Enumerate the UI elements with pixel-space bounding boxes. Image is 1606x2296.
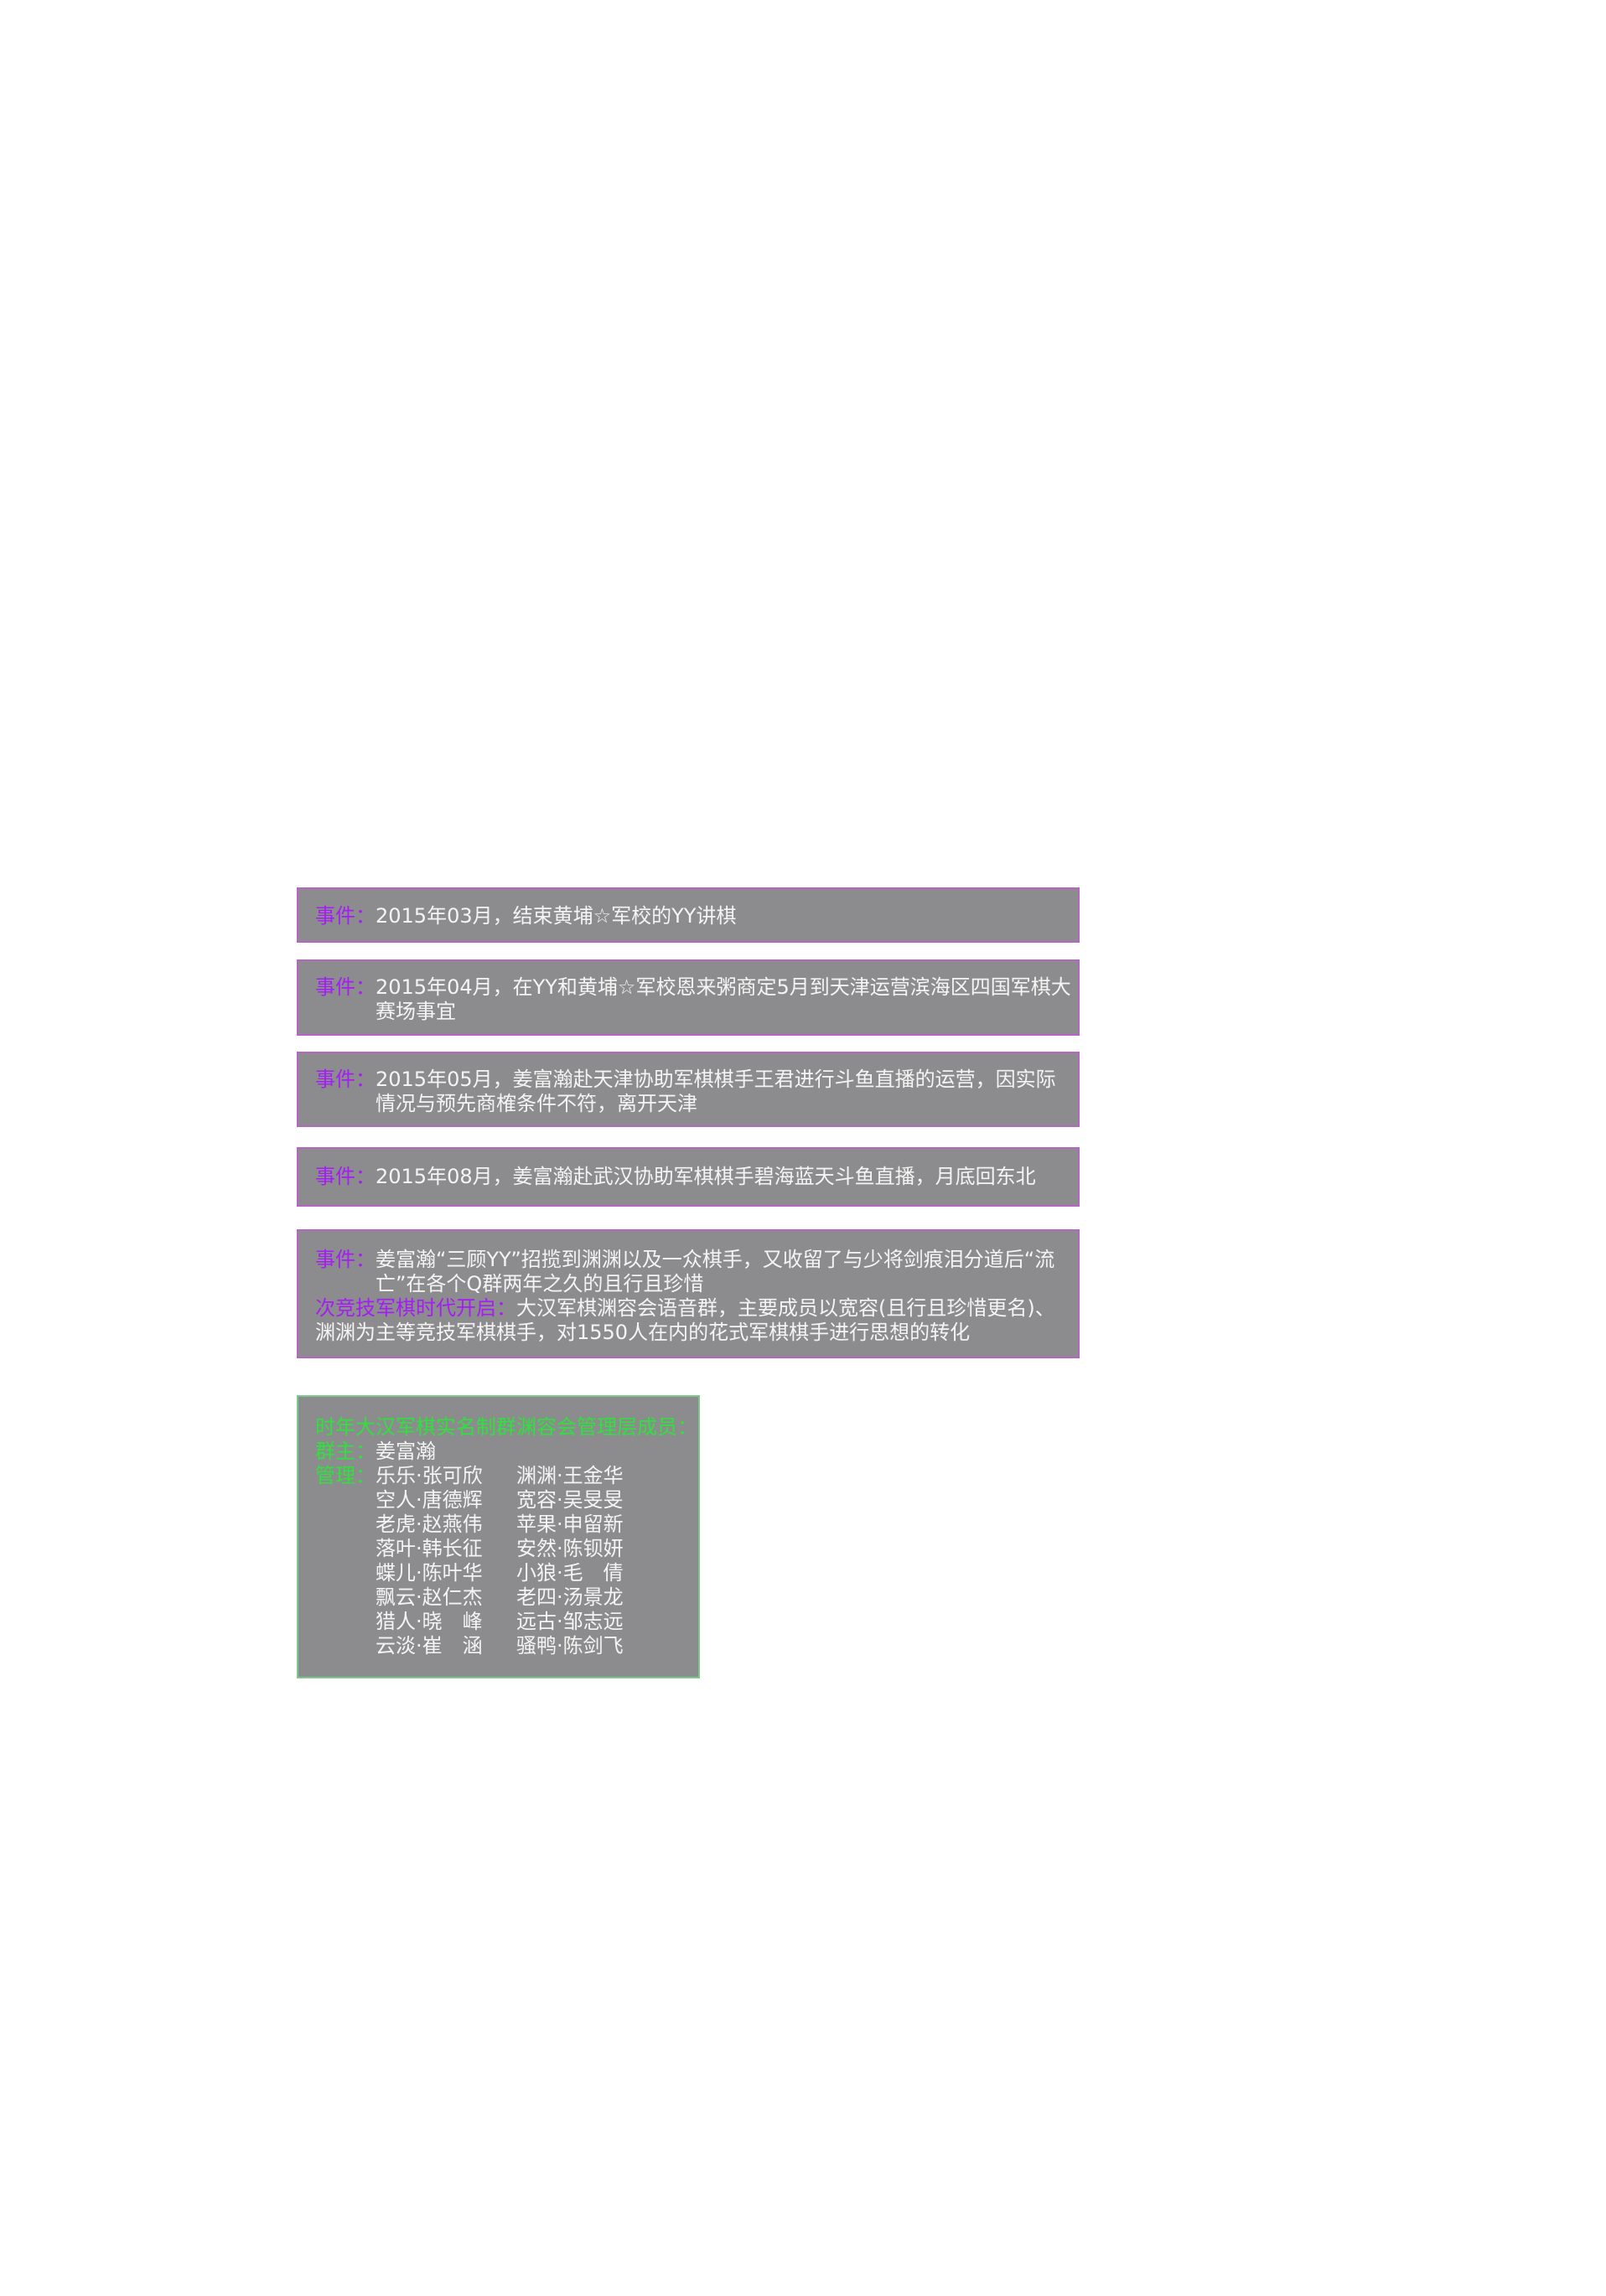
event-text: 2015年05月，姜富瀚赴天津协助军棋棋手王君进行斗鱼直播的运营，因实际情况与预… [376,1068,1056,1115]
event-text: 2015年03月，结束黄埔☆军校的YY讲棋 [376,904,737,928]
owner-name: 姜富瀚 [376,1440,436,1463]
admin-name: 老四·汤景龙 [516,1585,624,1609]
admin-name: 老虎·赵燕伟 [376,1513,483,1536]
event-row: 事件： 2015年03月，结束黄埔☆军校的YY讲棋 [315,904,1071,928]
admin-name: 猎人·晓 峰 [376,1610,483,1633]
event-text: 2015年04月，在YY和黄埔☆军校恩来粥商定5月到天津运营滨海区四国军棋大赛场… [376,975,1071,1023]
admin-label: 管理： [315,1464,376,1487]
admin-name: 渊渊·王金华 [516,1464,624,1487]
roster-owner-row: 群主： 姜富瀚 [315,1440,695,1464]
admin-name: 小狼·毛 倩 [516,1561,624,1585]
event-box-2: 事件： 2015年04月，在YY和黄埔☆军校恩来粥商定5月到天津运营滨海区四国军… [297,959,1080,1036]
event-text: 2015年08月，姜富瀚赴武汉协助军棋棋手碧海蓝天斗鱼直播，月底回东北 [376,1165,1036,1188]
roster-admin-row: 管理： 乐乐·张可欣 渊渊·王金华 空人·唐德辉 宽容·吴旻旻 老虎·赵燕伟 苹… [315,1464,695,1658]
event-label: 事件： [315,1165,376,1188]
event-row: 事件： 2015年04月，在YY和黄埔☆军校恩来粥商定5月到天津运营滨海区四国军… [315,975,1071,1024]
admin-name: 云淡·崔 涵 [376,1634,483,1657]
event-box-1: 事件： 2015年03月，结束黄埔☆军校的YY讲棋 [297,887,1080,943]
event-row: 事件： 2015年05月，姜富瀚赴天津协助军棋棋手王君进行斗鱼直播的运营，因实际… [315,1068,1071,1116]
admin-name: 骚鸭·陈剑飞 [516,1634,624,1657]
admin-name: 远古·邹志远 [516,1610,624,1633]
admin-name: 落叶·韩长征 [376,1537,483,1560]
event-label: 事件： [315,1068,376,1091]
event-text: 姜富瀚“三顾YY”招揽到渊渊以及一众棋手，又收留了与少将剑痕泪分道后“流亡”在各… [376,1248,1055,1295]
roster-box: 时年大汉军棋实名制群渊容会管理层成员： 群主： 姜富瀚 管理： 乐乐·张可欣 渊… [297,1395,700,1678]
era-text: 大汉军棋渊容会语音群，主要成员以宽容(且行且珍惜更名)、渊渊为主等竞技军棋棋手，… [315,1296,1055,1344]
era-label: 次竞技军棋时代开启： [315,1296,516,1320]
admin-name: 苹果·申留新 [516,1513,624,1536]
owner-label: 群主： [315,1440,376,1463]
admin-name: 蝶儿·陈叶华 [376,1561,483,1585]
admin-name: 乐乐·张可欣 [376,1464,483,1487]
event-box-3: 事件： 2015年05月，姜富瀚赴天津协助军棋棋手王君进行斗鱼直播的运营，因实际… [297,1052,1080,1127]
roster-title: 时年大汉军棋实名制群渊容会管理层成员： [315,1415,697,1439]
event-box-5: 事件： 姜富瀚“三顾YY”招揽到渊渊以及一众棋手，又收留了与少将剑痕泪分道后“流… [297,1229,1080,1358]
event-box-4: 事件： 2015年08月，姜富瀚赴武汉协助军棋棋手碧海蓝天斗鱼直播，月底回东北 [297,1147,1080,1207]
admin-name: 安然·陈钡妍 [516,1537,624,1560]
admin-list: 乐乐·张可欣 渊渊·王金华 空人·唐德辉 宽容·吴旻旻 老虎·赵燕伟 苹果·申留… [376,1464,634,1658]
admin-name: 飘云·赵仁杰 [376,1585,483,1609]
event-label: 事件： [315,975,376,999]
admin-name: 空人·唐德辉 [376,1488,483,1512]
admin-name: 宽容·吴旻旻 [516,1488,624,1512]
era-paragraph: 次竞技军棋时代开启：大汉军棋渊容会语音群，主要成员以宽容(且行且珍惜更名)、渊渊… [315,1296,1071,1345]
event-row: 事件： 2015年08月，姜富瀚赴武汉协助军棋棋手碧海蓝天斗鱼直播，月底回东北 [315,1165,1071,1189]
event-label: 事件： [315,1248,376,1271]
event-label: 事件： [315,904,376,928]
event-row: 事件： 姜富瀚“三顾YY”招揽到渊渊以及一众棋手，又收留了与少将剑痕泪分道后“流… [315,1248,1071,1296]
